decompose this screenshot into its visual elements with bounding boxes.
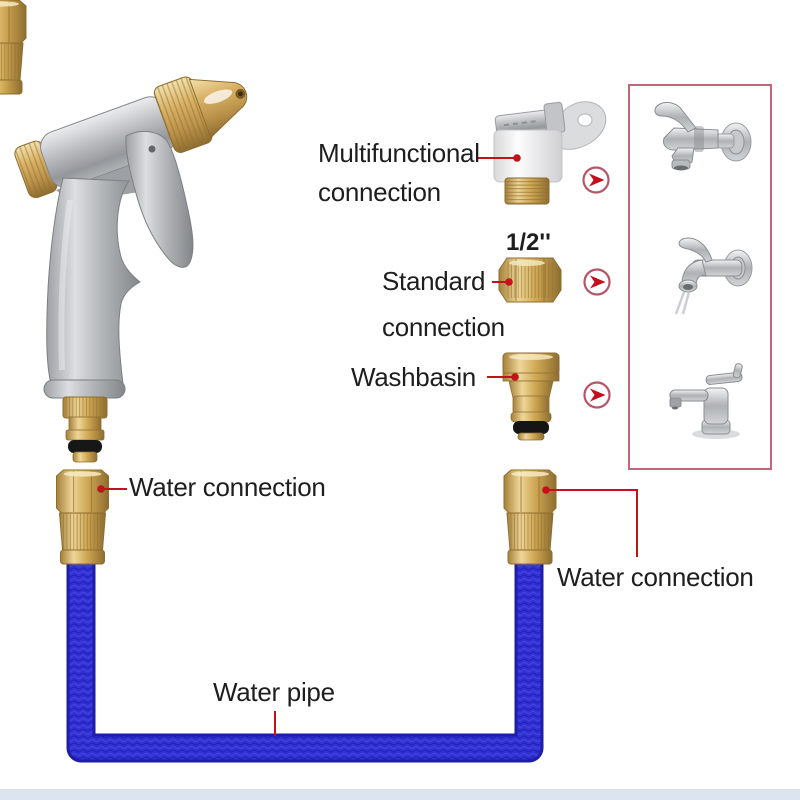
wall-tap-curved-lever-image (674, 237, 753, 315)
red-arrow-icon-1 (582, 166, 610, 194)
standard-label-line2: connection (382, 312, 505, 342)
water-connection-right-label: Water connection (557, 562, 754, 592)
washbasin-label: Washbasin (351, 362, 476, 392)
standard-connector (498, 257, 562, 303)
washbasin-connector (502, 352, 560, 441)
male-quick-plug (62, 396, 108, 463)
water-connection-left-label: Water connection (129, 472, 326, 502)
bottom-strip (0, 789, 800, 800)
basin-mixer-faucet-image (669, 363, 743, 439)
faucet-panel (628, 84, 772, 470)
wall-tap-long-lever-image (654, 101, 752, 171)
quick-connector-right (503, 469, 557, 565)
gun-trigger (125, 130, 194, 268)
water-pipe-hose (66, 564, 544, 763)
spray-gun (14, 76, 248, 463)
half-inch-size-label: 1/2'' (506, 229, 551, 256)
red-arrow-icon-2 (583, 268, 611, 296)
red-arrow-icon-3 (583, 381, 611, 409)
water-pipe-label: Water pipe (213, 677, 335, 707)
quick-connector-left (55, 469, 110, 565)
gun-handle (46, 177, 141, 398)
multifunctional-connector (493, 101, 607, 205)
annotation-lines (97, 154, 638, 736)
multifunctional-label-line2: connection (318, 177, 441, 207)
standard-label-line1: Standard (382, 266, 486, 296)
multifunctional-label-line1: Multifunctional (318, 138, 480, 168)
